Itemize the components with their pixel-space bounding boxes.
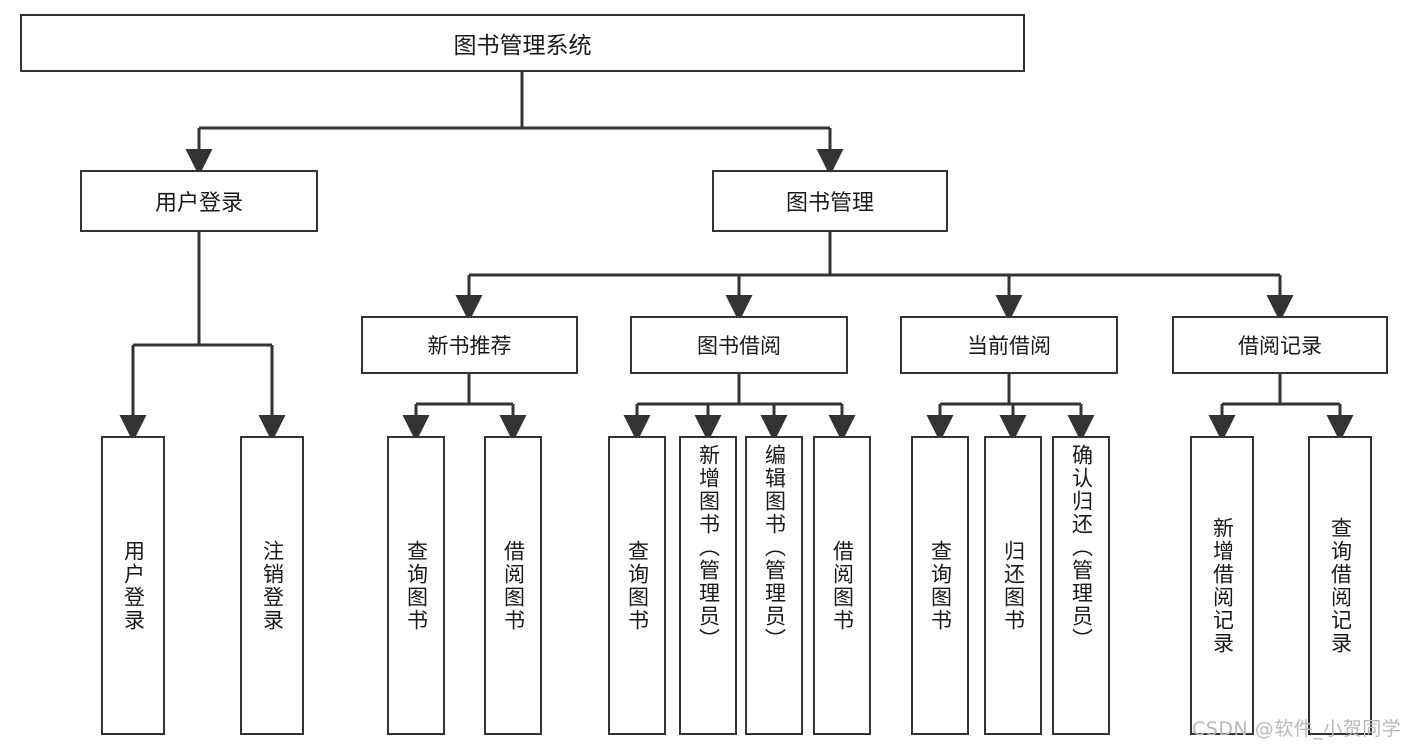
leaf-add-book-admin[interactable]: 新增图书（管理员）: [679, 436, 737, 735]
node-label: 用户登录: [121, 539, 146, 632]
node-label: 图书管理系统: [453, 33, 592, 59]
node-label: 图书管理: [785, 191, 874, 216]
node-label: 借阅图书: [501, 539, 526, 632]
node-label: 图书借阅: [697, 334, 781, 358]
leaf-query-books-new[interactable]: 查询图书: [387, 436, 445, 735]
node-label: 用户登录: [154, 191, 243, 216]
leaf-query-books-current[interactable]: 查询图书: [911, 436, 969, 735]
node-label: 编辑图书（管理员）: [762, 444, 787, 651]
node-label: 新增图书（管理员）: [696, 444, 721, 651]
leaf-borrow-books[interactable]: 借阅图书: [813, 436, 871, 735]
node-label: 归还图书: [1001, 539, 1026, 632]
node-label: 借阅图书: [830, 539, 855, 632]
leaf-borrow-books-new[interactable]: 借阅图书: [484, 436, 542, 735]
leaf-query-books-borrow[interactable]: 查询图书: [608, 436, 666, 735]
leaf-logout[interactable]: 注销登录: [240, 436, 304, 735]
watermark: CSDN @软件_小贺同学: [1192, 718, 1402, 740]
leaf-user-login[interactable]: 用户登录: [101, 436, 165, 735]
node-label: 注销登录: [260, 539, 285, 632]
leaf-add-borrow-record[interactable]: 新增借阅记录: [1190, 436, 1254, 735]
leaf-query-borrow-record[interactable]: 查询借阅记录: [1308, 436, 1372, 735]
leaf-return-books[interactable]: 归还图书: [984, 436, 1042, 735]
node-label: 确认归还（管理员）: [1069, 444, 1094, 651]
leaf-edit-book-admin[interactable]: 编辑图书（管理员）: [745, 436, 803, 735]
node-user-login[interactable]: 用户登录: [80, 170, 318, 232]
node-label: 新增借阅记录: [1210, 516, 1235, 655]
node-label: 查询图书: [404, 539, 429, 632]
node-borrowing-records[interactable]: 借阅记录: [1172, 316, 1388, 374]
leaf-confirm-return-admin[interactable]: 确认归还（管理员）: [1052, 436, 1110, 735]
node-label: 查询图书: [928, 539, 953, 632]
node-new-book-recommendation[interactable]: 新书推荐: [361, 316, 578, 374]
node-root-book-management-system[interactable]: 图书管理系统: [20, 14, 1025, 72]
node-label: 查询借阅记录: [1328, 516, 1353, 655]
node-label: 当前借阅: [967, 334, 1051, 358]
node-current-borrowing[interactable]: 当前借阅: [900, 316, 1118, 374]
node-label: 借阅记录: [1238, 334, 1322, 358]
node-book-management[interactable]: 图书管理: [712, 170, 948, 232]
node-label: 查询图书: [625, 539, 650, 632]
node-label: 新书推荐: [427, 334, 512, 358]
node-book-borrowing[interactable]: 图书借阅: [630, 316, 848, 374]
